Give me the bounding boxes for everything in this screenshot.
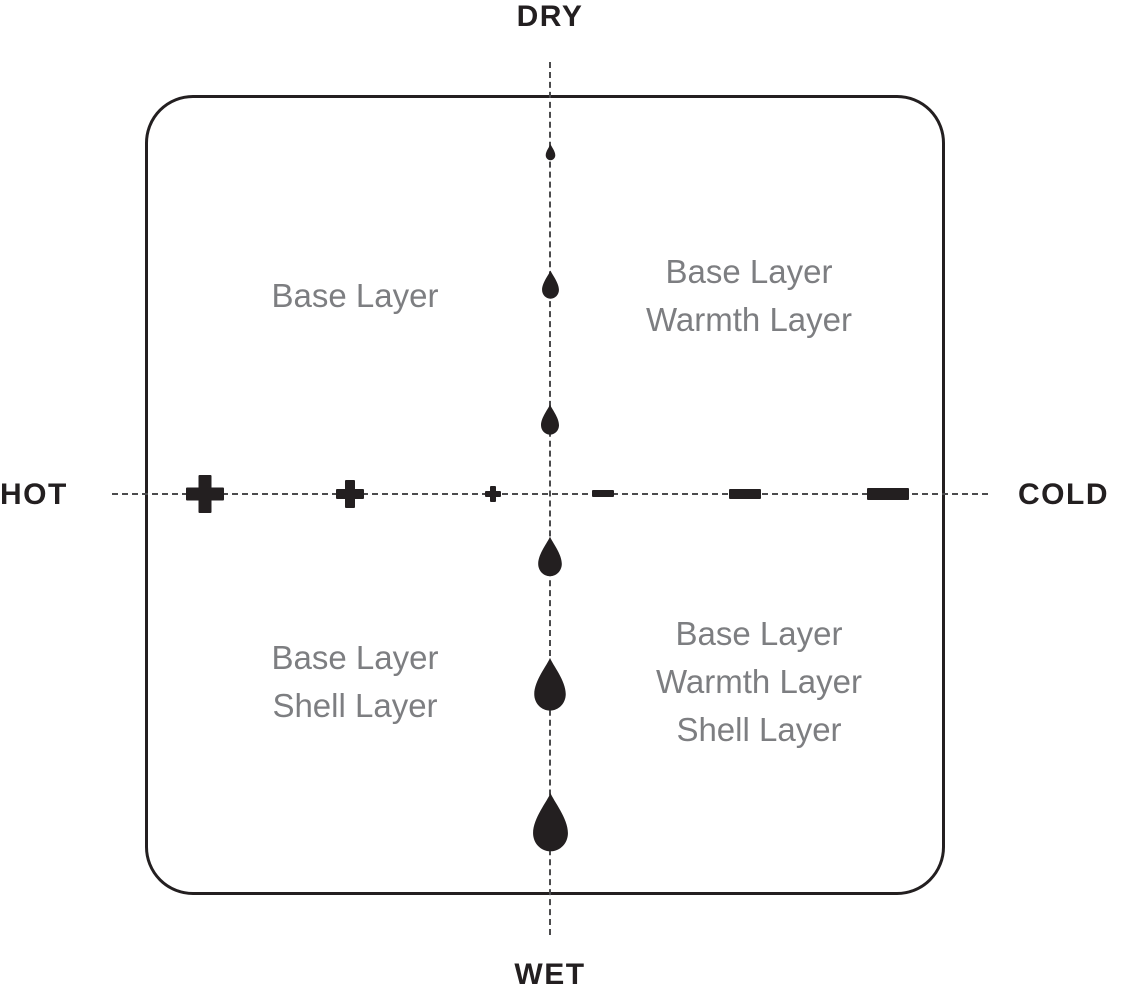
minus-small-icon — [592, 490, 614, 497]
droplet-xs-icon — [544, 144, 557, 161]
horizontal-temperature-axis — [112, 493, 988, 495]
axis-label-hot: HOT — [0, 478, 68, 511]
quadrant-bottom-left-label: Base Layer Shell Layer — [200, 634, 510, 730]
droplet-md-icon — [538, 404, 562, 436]
quadrant-top-left-label: Base Layer — [200, 272, 510, 320]
quadrant-line: Warmth Layer — [656, 663, 862, 700]
vertical-moisture-axis — [549, 62, 551, 935]
quadrant-line: Warmth Layer — [646, 301, 852, 338]
quadrant-line: Base Layer — [271, 277, 439, 314]
plus-small-icon — [485, 486, 501, 502]
axis-label-cold: COLD — [1018, 478, 1109, 511]
axis-label-dry: DRY — [516, 0, 584, 33]
quadrant-box — [145, 95, 945, 895]
minus-medium-icon — [729, 489, 761, 499]
plus-medium-icon — [336, 480, 364, 508]
axis-label-wet: WET — [514, 958, 586, 991]
minus-large-icon — [867, 488, 909, 500]
quadrant-line: Shell Layer — [676, 711, 842, 748]
plus-large-icon — [186, 475, 224, 513]
quadrant-line: Base Layer — [271, 639, 439, 676]
quadrant-line: Shell Layer — [272, 687, 438, 724]
quadrant-bottom-right-label: Base Layer Warmth Layer Shell Layer — [568, 610, 950, 754]
droplet-xl-icon — [529, 657, 571, 713]
droplet-sm-icon — [539, 270, 562, 300]
quadrant-line: Base Layer — [675, 615, 843, 652]
droplet-lg-icon — [534, 536, 566, 578]
quadrant-top-right-label: Base Layer Warmth Layer — [558, 248, 940, 344]
droplet-xxl-icon — [527, 792, 574, 854]
quadrant-line: Base Layer — [665, 253, 833, 290]
